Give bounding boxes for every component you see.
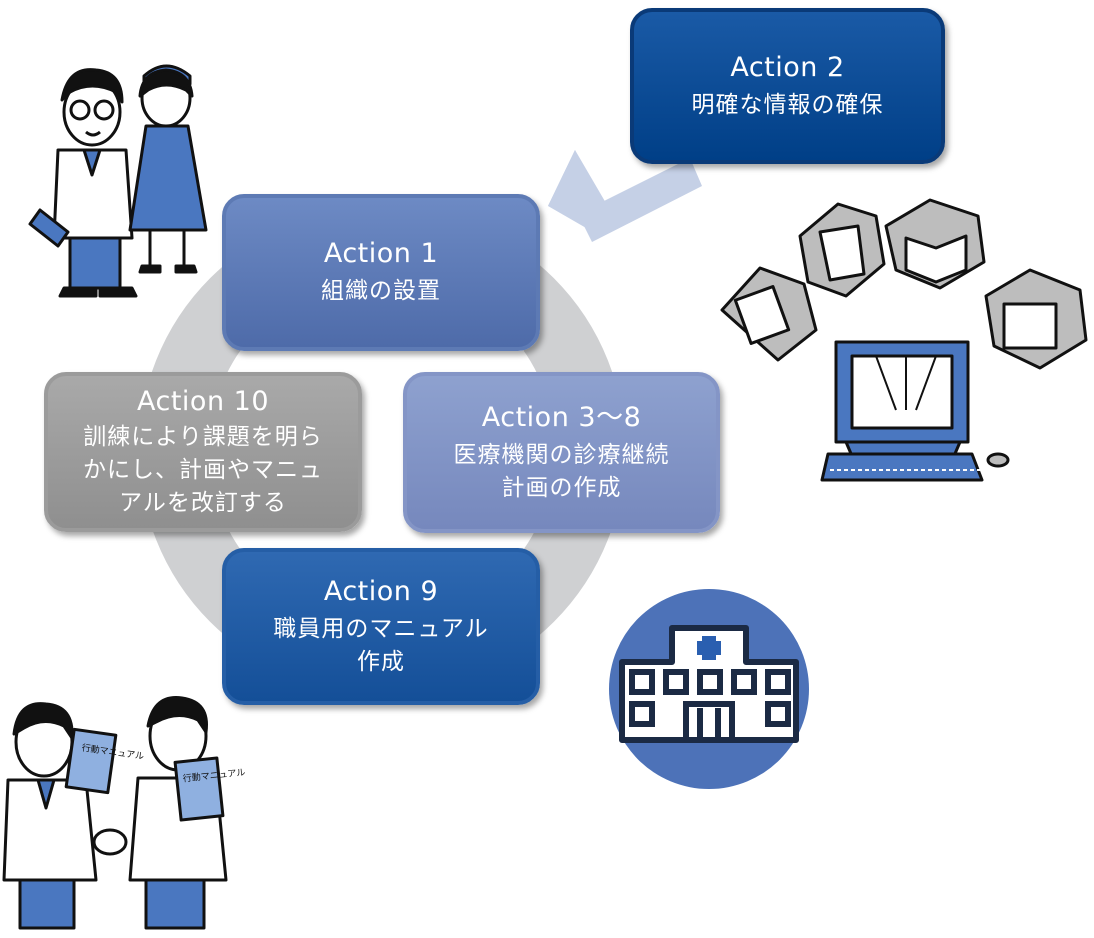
handshake-doctors-icon: 行動マニュアル 行動マニュアル <box>2 696 246 930</box>
action-2-title: Action 2 <box>730 51 845 83</box>
action-9-title: Action 9 <box>323 575 439 607</box>
action-1-desc-line-1: 組織の設置 <box>321 278 441 304</box>
action-10-title: Action 10 <box>137 385 269 417</box>
computer-info-icon <box>720 198 1088 482</box>
action-3-8-desc-line-1: 医療機関の診療継続 <box>453 441 670 468</box>
flow-arrow-icon <box>548 150 702 242</box>
action-10-desc-line-3: アルを改訂する <box>119 489 287 516</box>
action-1-box: Action 1 組織の設置 <box>222 194 540 351</box>
action-2-box: Action 2 明確な情報の確保 <box>630 8 945 164</box>
action-10-desc-line-1: 訓練により課題を明ら <box>83 423 323 450</box>
action-9-desc-line-1: 職員用のマニュアル <box>273 615 489 642</box>
action-10-desc-line-2: かにし、計画やマニュ <box>83 456 323 483</box>
action-3-8-desc-line-2: 計画の作成 <box>501 474 622 501</box>
action-1-title: Action 1 <box>323 238 439 269</box>
action-10-box: Action 10 訓練により課題を明ら かにし、計画やマニュ アルを改訂する <box>44 372 362 532</box>
hospital-icon <box>609 589 809 789</box>
doctor-nurse-icon <box>28 64 208 298</box>
action-3-8-title: Action 3〜8 <box>481 401 642 433</box>
action-9-box: Action 9 職員用のマニュアル 作成 <box>222 548 540 705</box>
action-2-desc-line-1: 明確な情報の確保 <box>691 91 884 118</box>
action-3-8-box: Action 3〜8 医療機関の診療継続 計画の作成 <box>403 372 720 533</box>
action-9-desc-line-2: 作成 <box>357 648 405 675</box>
